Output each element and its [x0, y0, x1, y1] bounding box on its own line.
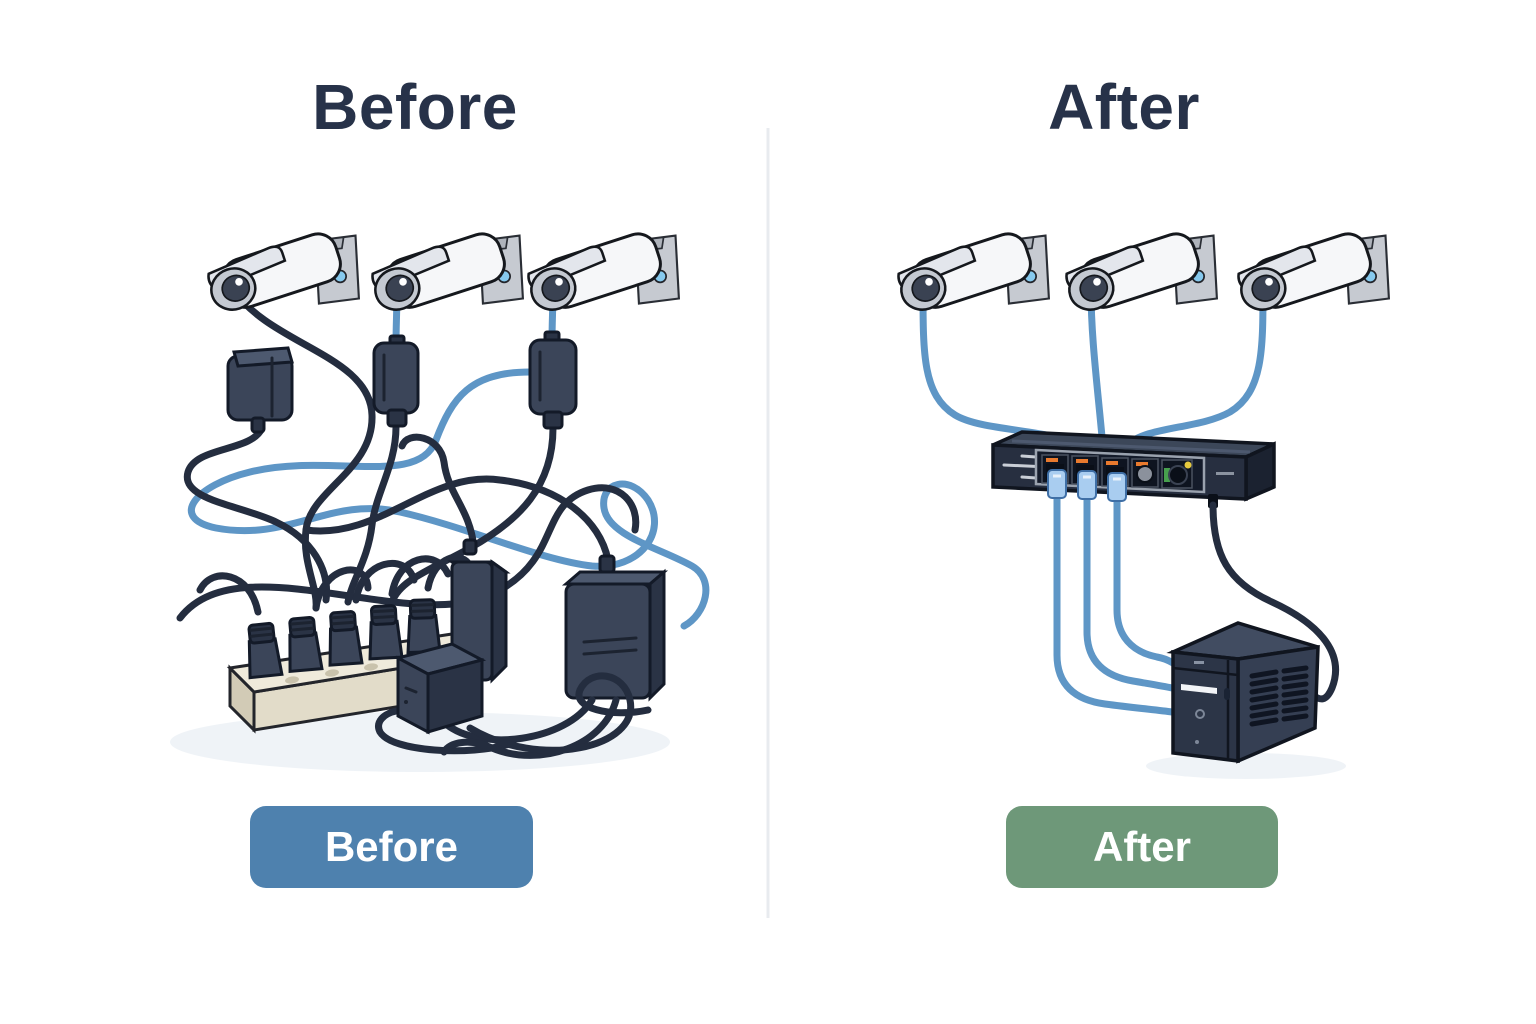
plug-icon — [243, 621, 284, 680]
vent-grille — [1249, 665, 1309, 727]
plug-icon — [365, 603, 404, 661]
cube-adapter-icon — [393, 642, 487, 735]
rj45-connector — [1047, 469, 1067, 499]
side-label — [1216, 472, 1234, 475]
yellow-indicator — [1184, 461, 1192, 469]
before-badge-label: Before — [324, 823, 459, 870]
camera-icon — [522, 226, 681, 319]
power-brick-icon — [561, 554, 669, 702]
status-led — [1195, 740, 1199, 744]
tangled-blue-cable — [188, 368, 710, 630]
before-badge: Before — [250, 806, 533, 888]
poe-switch — [991, 430, 1276, 508]
power-button — [1195, 709, 1205, 719]
switch-power-cable — [1209, 501, 1340, 703]
standing-adapter-icon — [447, 538, 511, 684]
camera-icon — [202, 226, 361, 319]
drive-slot — [1181, 684, 1217, 694]
wall-adapter-icon — [226, 346, 294, 434]
plug-icon — [324, 609, 364, 667]
plug-icon — [284, 615, 324, 673]
patch-cables — [1047, 469, 1177, 716]
camera-icon — [1060, 226, 1219, 319]
power-port — [1168, 465, 1188, 485]
after-scene — [892, 226, 1391, 779]
after-badge: After — [1006, 806, 1278, 888]
nvr — [1166, 621, 1320, 764]
port-led — [1106, 461, 1118, 465]
after-title: After — [1048, 71, 1200, 143]
rj45-connector — [1107, 472, 1127, 502]
camera-icon — [892, 226, 1051, 319]
plug-icon — [404, 597, 442, 655]
inline-adapter-icon — [528, 330, 578, 430]
tangled-power-cables — [176, 285, 640, 622]
round-port — [1136, 465, 1154, 483]
inline-adapter-icon — [372, 334, 420, 428]
port-led — [1076, 459, 1088, 463]
before-title: Before — [312, 71, 518, 143]
green-indicator — [1164, 468, 1170, 482]
nvr-shadow — [1146, 753, 1346, 779]
after-badge-label: After — [1092, 823, 1191, 870]
before-scene — [170, 226, 710, 772]
camera-icon — [366, 226, 525, 319]
camera-icon — [1232, 226, 1391, 319]
rj45-connector — [1077, 470, 1097, 500]
camera-ethernet-cables — [919, 285, 1267, 453]
port-led — [1136, 462, 1148, 466]
port-led — [1046, 458, 1058, 462]
